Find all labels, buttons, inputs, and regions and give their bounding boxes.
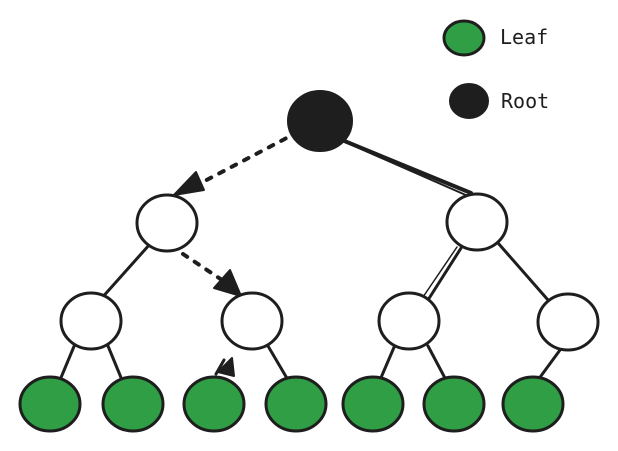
edge-root-right: [340, 138, 473, 195]
leaf-node: [341, 375, 405, 433]
internal-node-right: [445, 192, 509, 252]
internal-node-lr: [220, 291, 284, 351]
legend: Leaf Root: [442, 19, 549, 119]
edge-lr-leaf4: [266, 344, 290, 382]
internal-node-left: [135, 193, 199, 253]
arrowhead-left-lr: [213, 269, 242, 297]
legend-root-swatch: [449, 83, 489, 119]
edge-rr-leaf7: [536, 348, 562, 382]
tree-edges: [58, 130, 562, 382]
edge-left-lr: [181, 252, 224, 282]
internal-node-ll: [59, 291, 123, 351]
edge-root-right-overstroke: [344, 141, 469, 197]
edge-rl-leaf5: [378, 343, 397, 382]
leaf-node: [501, 375, 565, 433]
leaf-node: [182, 375, 246, 433]
root-node: [287, 90, 353, 152]
legend-leaf-label: Leaf: [500, 25, 548, 49]
internal-node-rr: [536, 292, 600, 352]
arrowhead-lr-leaf3: [217, 357, 235, 377]
edge-right-rr: [496, 241, 550, 302]
edge-right-rl: [426, 243, 465, 302]
edge-root-left: [197, 130, 300, 186]
edge-ll-leaf1: [58, 342, 77, 382]
leaf-node: [18, 375, 82, 433]
leaf-node: [264, 375, 328, 433]
edge-ll-leaf2: [106, 344, 124, 382]
edge-left-ll: [98, 242, 152, 302]
edge-rl-leaf6: [426, 344, 448, 382]
tree-nodes: [18, 90, 600, 433]
leaf-node: [101, 375, 165, 433]
legend-leaf-swatch: [442, 19, 486, 57]
internal-node-rl: [377, 291, 441, 351]
legend-root-label: Root: [501, 89, 549, 113]
leaf-node: [422, 375, 486, 433]
arrowhead-root-left: [173, 171, 205, 196]
edge-right-rl-overstroke: [422, 246, 458, 298]
